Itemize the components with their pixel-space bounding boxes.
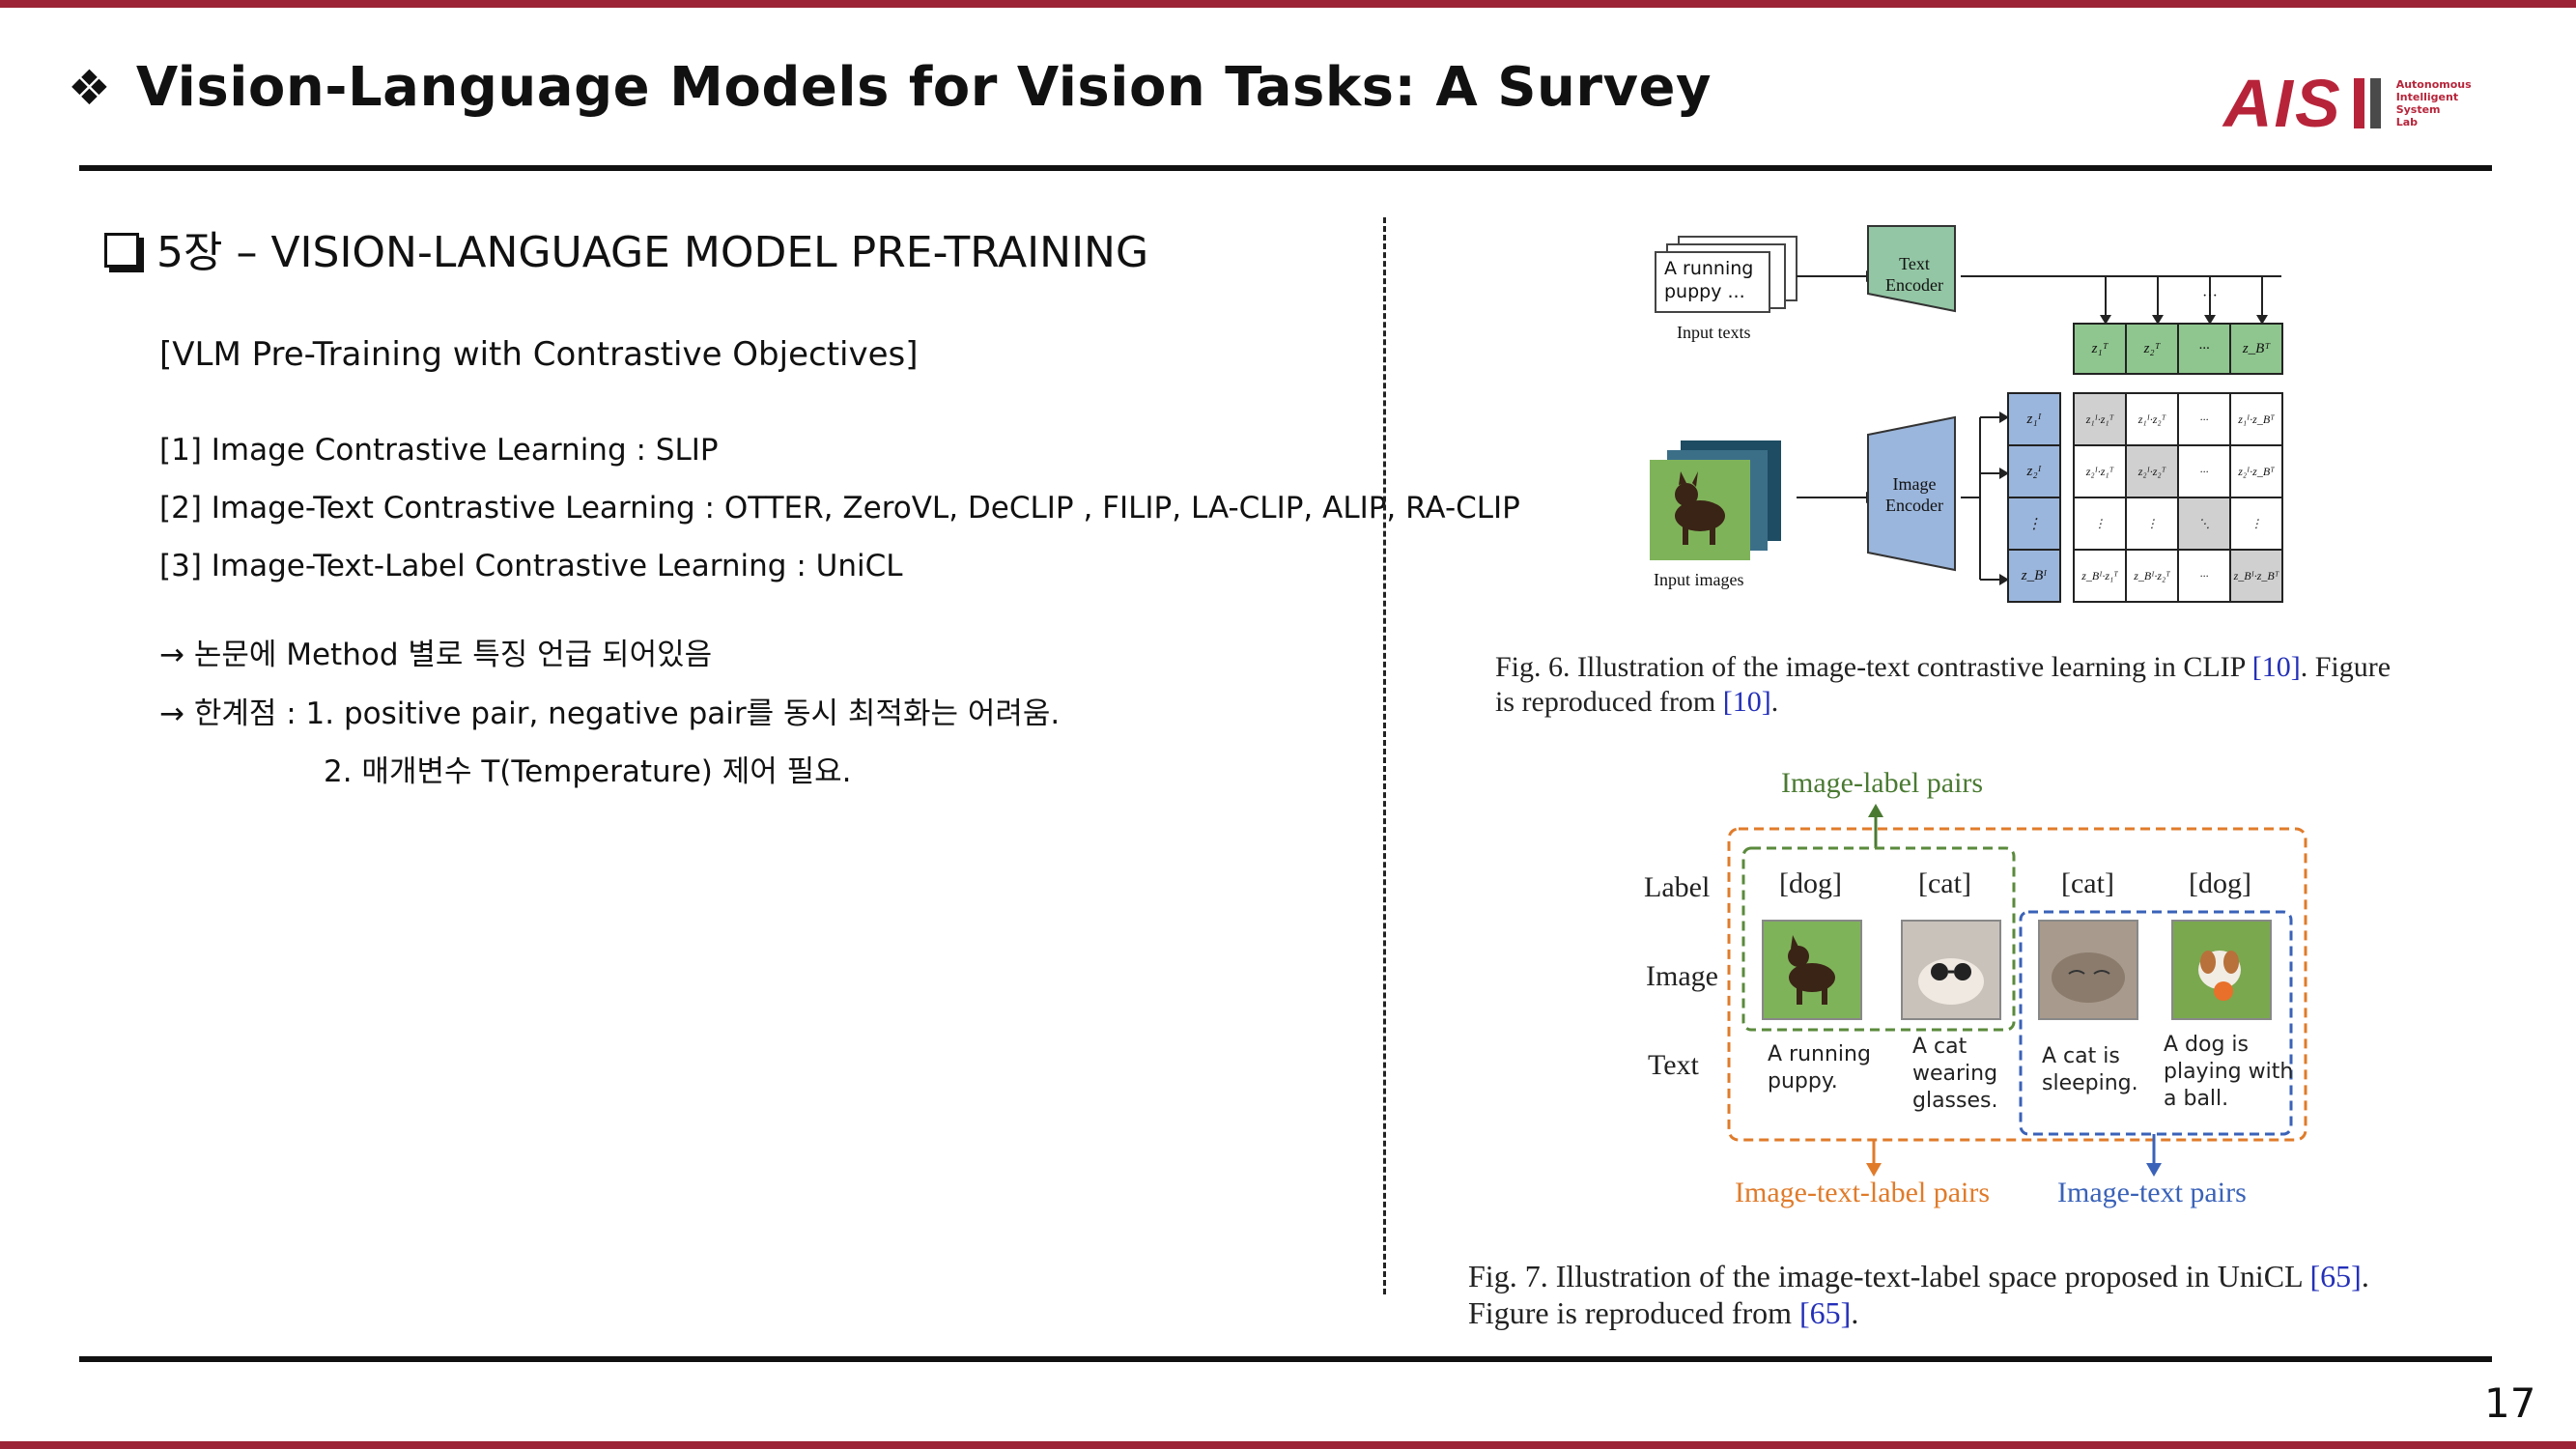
top-accent-bar <box>0 0 2576 8</box>
list-item: [3] Image-Text-Label Contrastive Learnin… <box>159 549 903 583</box>
text-feature-cell: z₁ᵀ <box>2073 323 2127 375</box>
label-dog: [dog] <box>1779 867 1842 899</box>
matrix-cell: z₂ᴵ·z₂ᵀ <box>2125 444 2179 498</box>
matrix-cell: z₁ᴵ·z₂ᵀ <box>2125 392 2179 446</box>
image-feature-cell: ⋮ <box>2007 497 2061 551</box>
section-heading: 5장 – VISION-LANGUAGE MODEL PRE-TRAINING <box>104 217 1148 279</box>
matrix-cell: z₁ᴵ·z₁ᵀ <box>2073 392 2127 446</box>
dog-photo-icon <box>1788 935 1835 1005</box>
citation-link[interactable]: [10] <box>2251 651 2301 683</box>
image-text-label-pairs-label: Image-text-label pairs <box>1735 1177 1991 1208</box>
slide-header: ❖ Vision-Language Models for Vision Task… <box>68 56 1712 119</box>
note-temperature: 2. 매개변수 T(Temperature) 제어 필요. <box>324 754 852 789</box>
slide-title: Vision-Language Models for Vision Tasks:… <box>135 56 1712 119</box>
text-dog-ball: A dog is playing with a ball. <box>2164 1033 2294 1111</box>
column-divider <box>1383 217 1386 1294</box>
matrix-cell: z_Bᴵ·z₁ᵀ <box>2073 549 2127 603</box>
fig6-arrows <box>1797 225 2281 585</box>
matrix-cell: z_Bᴵ·z_Bᵀ <box>2229 549 2283 603</box>
text-cat-glasses: A cat wearing glasses. <box>1912 1035 1998 1113</box>
matrix-cell: z₂ᴵ·z₁ᵀ <box>2073 444 2127 498</box>
logo-bar-gray <box>2369 78 2381 128</box>
row-label-label: Label <box>1644 871 1711 903</box>
logo-wordmark: AIS <box>2223 66 2342 141</box>
lab-logo: AIS Autonomous Intelligent System Lab <box>2223 70 2472 137</box>
row-label-text: Text <box>1648 1049 1699 1081</box>
list-item: [2] Image-Text Contrastive Learning : OT… <box>159 491 1520 526</box>
text-running-puppy: A running puppy. <box>1768 1042 1871 1094</box>
matrix-cell: z_Bᴵ·z₂ᵀ <box>2125 549 2179 603</box>
input-image-dog <box>1650 460 1750 560</box>
note-limitations: → 한계점 : 1. positive pair, negative pair를… <box>159 696 1061 731</box>
matrix-cell: z₁ᴵ·z_Bᵀ <box>2229 392 2283 446</box>
matrix-cell: ⋮ <box>2125 497 2179 551</box>
image-feature-cell: z_Bᴵ <box>2007 549 2061 603</box>
image-label-pairs-label: Image-label pairs <box>1781 767 1984 799</box>
footer-rule <box>79 1356 2492 1362</box>
matrix-cell: ··· <box>2177 444 2231 498</box>
text-cat-sleeping: A cat is sleeping. <box>2042 1044 2138 1095</box>
fig7-diagram: Image-label pairs Label Image Text [dog]… <box>1632 763 2328 1217</box>
row-label-image: Image <box>1646 960 1718 992</box>
logo-bar-red <box>2353 78 2364 128</box>
text-feature-cell: z₂ᵀ <box>2125 323 2179 375</box>
matrix-cell: ⋮ <box>2073 497 2127 551</box>
image-encoder-label: Image Encoder <box>1885 474 1943 515</box>
matrix-cell: ··· <box>2177 549 2231 603</box>
input-text-card: A running puppy ... <box>1655 251 1770 313</box>
cat-photo-icon <box>2052 952 2125 1003</box>
text-encoder-label: Text Encoder <box>1885 254 1943 295</box>
ellipsis: ··· <box>2202 288 2218 304</box>
list-item: [1] Image Contrastive Learning : SLIP <box>159 433 719 468</box>
matrix-cell: ··· <box>2177 392 2231 446</box>
dog-photo-icon <box>2198 951 2241 1001</box>
input-texts-label: Input texts <box>1677 323 1751 342</box>
image-text-pairs-label: Image-text pairs <box>2057 1177 2247 1208</box>
citation-link[interactable]: [10] <box>1722 686 1771 718</box>
label-cat: [cat] <box>2061 867 2114 899</box>
image-feature-cell: z₂ᴵ <box>2007 444 2061 498</box>
title-bullet-icon: ❖ <box>68 59 111 116</box>
subheading: [VLM Pre-Training with Contrastive Objec… <box>159 335 919 374</box>
fig7-caption: Fig. 7. Illustration of the image-text-l… <box>1468 1259 2369 1330</box>
fig7-boxes <box>1727 804 2307 1177</box>
text-feature-cell: z_Bᵀ <box>2229 323 2283 375</box>
matrix-cell: z₂ᴵ·z_Bᵀ <box>2229 444 2283 498</box>
page-number: 17 <box>2484 1379 2536 1427</box>
header-rule <box>79 165 2492 171</box>
image-cat-glasses <box>1901 920 2001 1020</box>
dog-photo-icon <box>1650 460 1750 560</box>
label-dog: [dog] <box>2189 867 2251 899</box>
section-title: 5장 – VISION-LANGUAGE MODEL PRE-TRAINING <box>156 228 1149 277</box>
image-running-puppy <box>1762 920 1862 1020</box>
bottom-accent-bar <box>0 1441 2576 1449</box>
label-cat: [cat] <box>1918 867 1971 899</box>
fig6-diagram: A running puppy ... Input texts Text Enc… <box>1642 213 2299 618</box>
input-images-label: Input images <box>1654 570 1744 589</box>
citation-link[interactable]: [65] <box>1799 1295 1852 1330</box>
matrix-cell: ⋮ <box>2229 497 2283 551</box>
fig6-caption: Fig. 6. Illustration of the image-text c… <box>1495 651 2392 718</box>
note-method: → 논문에 Method 별로 특징 언급 되어있음 <box>159 638 713 672</box>
image-feature-cell: z₁ᴵ <box>2007 392 2061 446</box>
citation-link[interactable]: [65] <box>2309 1259 2362 1293</box>
image-cat-sleeping <box>2038 920 2138 1020</box>
checkbox-bullet-icon <box>104 233 139 268</box>
cat-photo-icon <box>1918 958 1984 1005</box>
image-dog-ball <box>2171 920 2272 1020</box>
logo-caption: Autonomous Intelligent System Lab <box>2395 78 2472 128</box>
matrix-cell: ⋱ <box>2177 497 2231 551</box>
text-feature-cell: ··· <box>2177 323 2231 375</box>
